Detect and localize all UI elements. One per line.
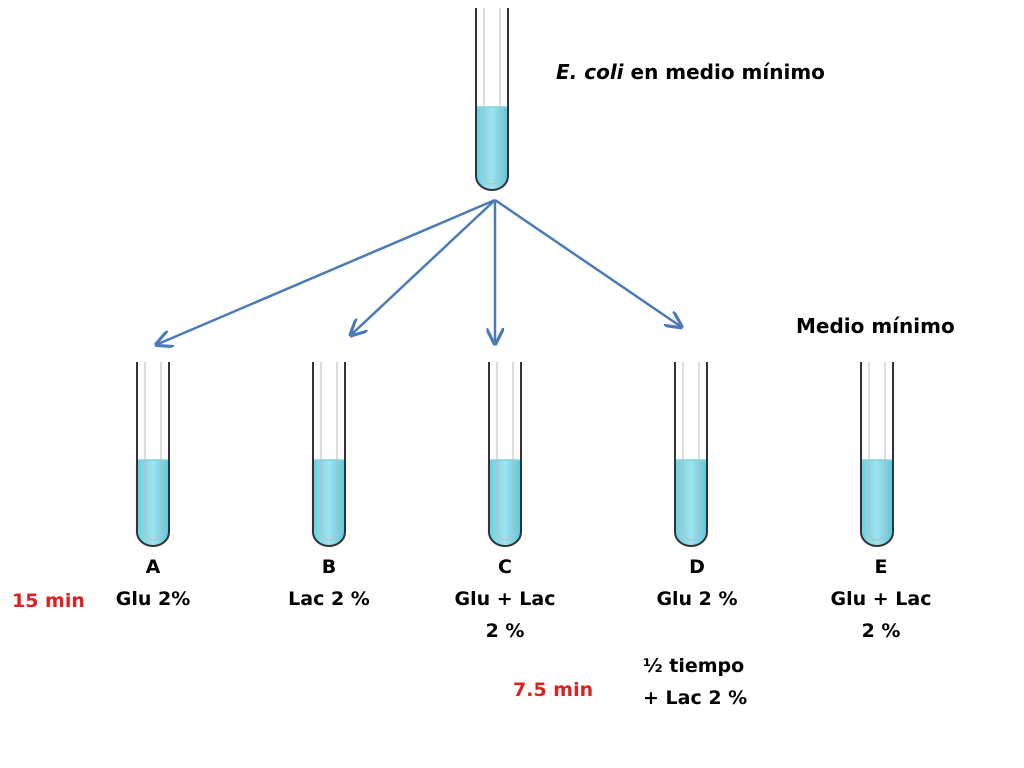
test-tube-b bbox=[312, 362, 346, 547]
tube-a-label: A Glu 2% bbox=[103, 551, 203, 615]
tube-d-label: D Glu 2 % bbox=[647, 551, 747, 615]
tube-c-label: C Glu + Lac 2 % bbox=[445, 551, 565, 647]
source-medium: en medio mínimo bbox=[630, 60, 825, 84]
condition-label: Medio mínimo bbox=[796, 314, 955, 338]
source-test-tube bbox=[475, 8, 509, 191]
test-tube-e bbox=[860, 362, 894, 547]
time-15-min: 15 min bbox=[12, 590, 85, 612]
source-label: E. coli en medio mínimo bbox=[556, 60, 825, 84]
arrow-to-a bbox=[158, 198, 496, 344]
tube-d-note: ½ tiempo + Lac 2 % bbox=[643, 650, 747, 714]
distribution-arrows bbox=[158, 198, 680, 344]
tube-b-content: Lac 2 % bbox=[288, 588, 370, 610]
tube-e-content-2: 2 % bbox=[861, 620, 901, 642]
tube-b-id: B bbox=[321, 556, 337, 578]
test-tube-a bbox=[136, 362, 170, 547]
tube-c-id: C bbox=[498, 556, 512, 578]
tube-e-label: E Glu + Lac 2 % bbox=[821, 551, 941, 647]
tube-a-id: A bbox=[145, 556, 161, 578]
tube-c-content-2: 2 % bbox=[485, 620, 525, 642]
test-tube-c bbox=[488, 362, 522, 547]
tube-c-content: Glu + Lac bbox=[454, 588, 556, 610]
time-7-5-min: 7.5 min bbox=[513, 679, 594, 701]
arrow-to-d bbox=[494, 198, 680, 326]
tube-e-content: Glu + Lac bbox=[830, 588, 932, 610]
test-tube-d bbox=[674, 362, 708, 547]
tube-d-id: D bbox=[689, 556, 705, 578]
tube-b-label: B Lac 2 % bbox=[279, 551, 379, 615]
arrow-to-b bbox=[352, 199, 496, 334]
organism-name: E. coli bbox=[556, 60, 624, 84]
tube-a-content: Glu 2% bbox=[115, 588, 191, 610]
tube-d-note-line-1: ½ tiempo bbox=[643, 655, 745, 677]
tube-d-note-line-2: + Lac 2 % bbox=[643, 687, 748, 709]
tube-d-content: Glu 2 % bbox=[656, 588, 738, 610]
tube-e-id: E bbox=[874, 556, 888, 578]
